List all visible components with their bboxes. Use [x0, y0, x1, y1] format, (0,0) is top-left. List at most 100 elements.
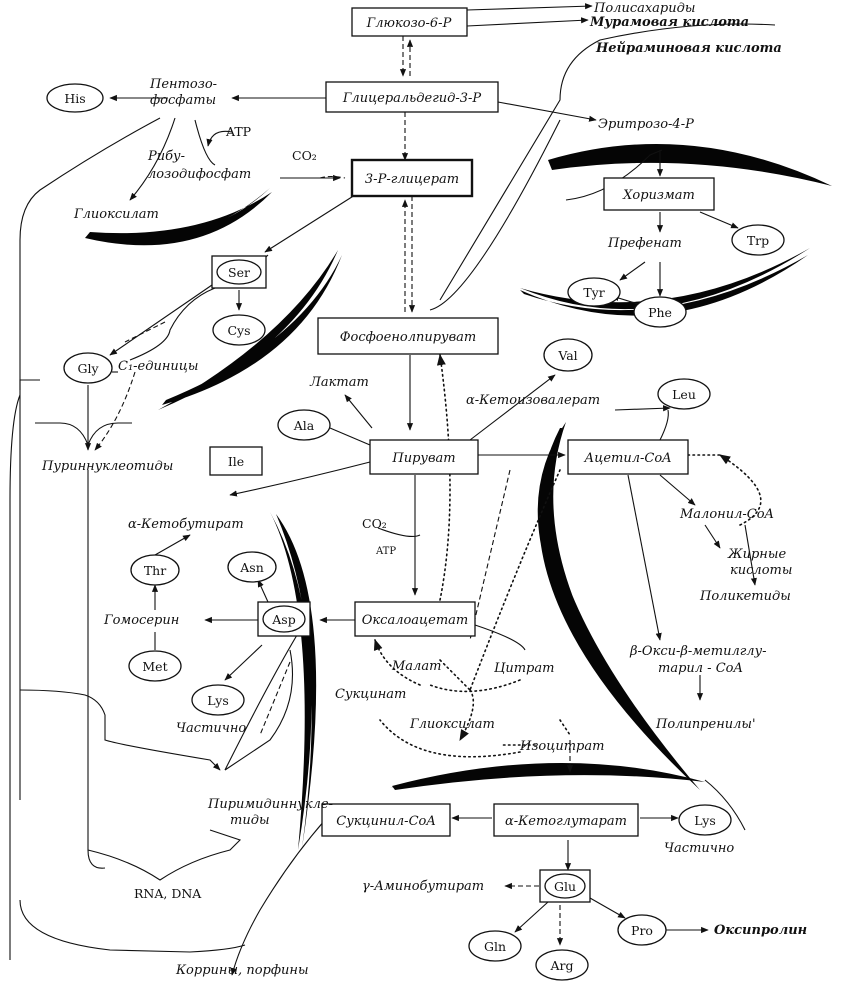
label-partial-2: Частично — [664, 841, 734, 856]
label-corrins: Коррины, порфины — [175, 963, 309, 978]
oval-tyr: Tyr — [567, 277, 621, 307]
svg-text:Thr: Thr — [144, 563, 166, 578]
label-homoserine: Гомосерин — [103, 613, 179, 628]
oval-his: His — [46, 83, 104, 113]
label-malate: Малат — [391, 659, 441, 674]
pathway-labels: Полисахариды Мурамовая кислота Нейрамино… — [41, 1, 807, 978]
label-hmg-2: тарил - CoA — [658, 661, 743, 676]
label-fatty-2: кислоты — [730, 563, 792, 578]
label-atp-1: ATP — [225, 124, 251, 139]
svg-text:Ile: Ile — [228, 454, 244, 469]
label-gaba: γ-Аминобутират — [362, 879, 484, 894]
oval-thr: Thr — [130, 554, 180, 586]
label-pyrimidine-1: Пиримидиннукле- — [207, 797, 333, 812]
dashed-connectors — [94, 36, 574, 946]
label-ketobutyrate: α-Кетобутират — [128, 517, 244, 532]
label-muramic-acid: Мурамовая кислота — [589, 15, 749, 30]
oval-cys: Cys — [212, 314, 266, 346]
label-malonyl-coa: Малонил-CoA — [679, 507, 774, 522]
oval-ala: Ala — [277, 409, 331, 441]
label-polysaccharides: Полисахариды — [593, 1, 695, 16]
svg-text:Фосфоенолпируват: Фосфоенолпируват — [340, 330, 477, 345]
svg-text:Pro: Pro — [631, 923, 653, 938]
svg-text:Arg: Arg — [549, 958, 573, 973]
label-atp-2: ATP — [375, 546, 396, 557]
crescent-top-right — [548, 143, 832, 186]
label-c1-units: C₁-единицы — [118, 359, 198, 374]
label-ketoisovalerate: α-Кетоизовалерат — [466, 393, 600, 408]
svg-text:Глюкозо-6-Р: Глюкозо-6-Р — [366, 16, 452, 31]
node-asp: Asp — [257, 601, 311, 637]
crescent-separators — [85, 143, 832, 850]
svg-text:Gln: Gln — [484, 939, 506, 954]
node-oxaloacetate: Оксалоацетат — [354, 601, 476, 637]
label-erythrose: Эритрозо-4-Р — [598, 117, 694, 132]
oval-leu: Leu — [657, 378, 711, 410]
oval-asn: Asn — [227, 551, 277, 583]
svg-text:Tyr: Tyr — [583, 285, 604, 300]
oval-gly: Gly — [63, 352, 113, 384]
label-rna-dna: RNA, DNA — [134, 886, 202, 901]
oval-lys-right: Lys — [678, 804, 732, 836]
label-ribulose-1: Рибу- — [147, 149, 185, 164]
oval-phe: Phe — [633, 296, 687, 328]
label-co2-1: CO₂ — [292, 148, 317, 163]
node-glucose-6-p: Глюкозо-6-Р — [351, 7, 468, 37]
svg-text:α-Кетоглутарат: α-Кетоглутарат — [505, 814, 627, 829]
compound-boxes: Глюкозо-6-Р Глицеральдегид-3-Р 3-Р-глице… — [209, 7, 715, 837]
svg-text:Глицеральдегид-3-Р: Глицеральдегид-3-Р — [342, 91, 482, 106]
label-citrate: Цитрат — [494, 661, 554, 676]
svg-text:Val: Val — [557, 348, 577, 363]
solid-connectors — [9, 3, 776, 976]
amino-acid-ovals: His Trp Tyr Phe Cys Gly Val Leu Ala Thr … — [46, 83, 785, 981]
label-fatty-1: Жирные — [727, 547, 786, 562]
svg-text:3-Р-глицерат: 3-Р-глицерат — [365, 172, 459, 187]
node-pep: Фосфоенолпируват — [317, 317, 499, 355]
oval-lys-left: Lys — [191, 684, 245, 716]
oval-gln: Gln — [468, 930, 522, 962]
svg-text:Хоризмат: Хоризмат — [622, 188, 695, 203]
svg-text:His: His — [64, 91, 85, 106]
node-glu: Glu — [539, 869, 591, 903]
oval-pro: Pro — [617, 914, 667, 946]
svg-text:Phe: Phe — [648, 305, 672, 320]
node-ile: Ile — [209, 446, 263, 476]
label-partial-1: Частично — [176, 721, 246, 736]
oval-val: Val — [543, 338, 593, 372]
node-pyruvate: Пируват — [369, 439, 479, 475]
label-hmg-1: β-Окси-β-метилглу- — [629, 644, 767, 659]
node-glyceraldehyde-3-p: Глицеральдегид-3-Р — [325, 81, 499, 113]
label-pyrimidine-2: тиды — [230, 813, 270, 828]
node-alpha-ketoglutarate: α-Кетоглутарат — [493, 803, 639, 837]
label-glyoxylate-1: Глиоксилат — [73, 207, 159, 222]
svg-text:Glu: Glu — [554, 879, 576, 894]
label-neuraminic-acid: Нейраминовая кислота — [595, 41, 782, 56]
node-acetyl-coa: Ацетил-CoA — [567, 439, 689, 475]
svg-text:Gly: Gly — [77, 361, 99, 376]
oval-met: Met — [128, 650, 182, 682]
svg-text:Сукцинил-CoA: Сукцинил-CoA — [336, 814, 435, 829]
svg-text:Asp: Asp — [271, 612, 295, 627]
svg-text:Lys: Lys — [694, 813, 716, 828]
crescent-central-long — [537, 422, 700, 790]
label-purine: Пуриннуклеотиды — [41, 459, 173, 474]
label-isocitrate: Изоцитрат — [519, 739, 604, 754]
svg-text:Оксалоацетат: Оксалоацетат — [362, 613, 468, 628]
crescent-akg-top — [390, 762, 705, 790]
crescent-asp-right — [270, 512, 317, 850]
oval-arg: Arg — [535, 949, 589, 981]
label-polyketides: Поликетиды — [699, 589, 791, 604]
label-glyoxylate-2: Глиоксилат — [409, 717, 495, 732]
oval-trp: Trp — [731, 224, 785, 256]
svg-text:Asn: Asn — [239, 560, 264, 575]
label-hydroxyproline: Оксипролин — [714, 923, 807, 938]
label-pentose-1: Пентозо- — [149, 77, 217, 92]
node-succinyl-coa: Сукцинил-CoA — [321, 803, 451, 837]
label-pentose-2: фосфаты — [150, 93, 216, 108]
svg-text:Cys: Cys — [227, 323, 250, 338]
node-3-p-glycerate: 3-Р-глицерат — [350, 158, 474, 198]
dotted-connectors — [373, 353, 762, 758]
svg-text:Ацетил-CoA: Ацетил-CoA — [583, 451, 671, 466]
label-ribulose-2: лозодифосфат — [148, 167, 251, 182]
crescent-left-upper — [85, 188, 272, 246]
